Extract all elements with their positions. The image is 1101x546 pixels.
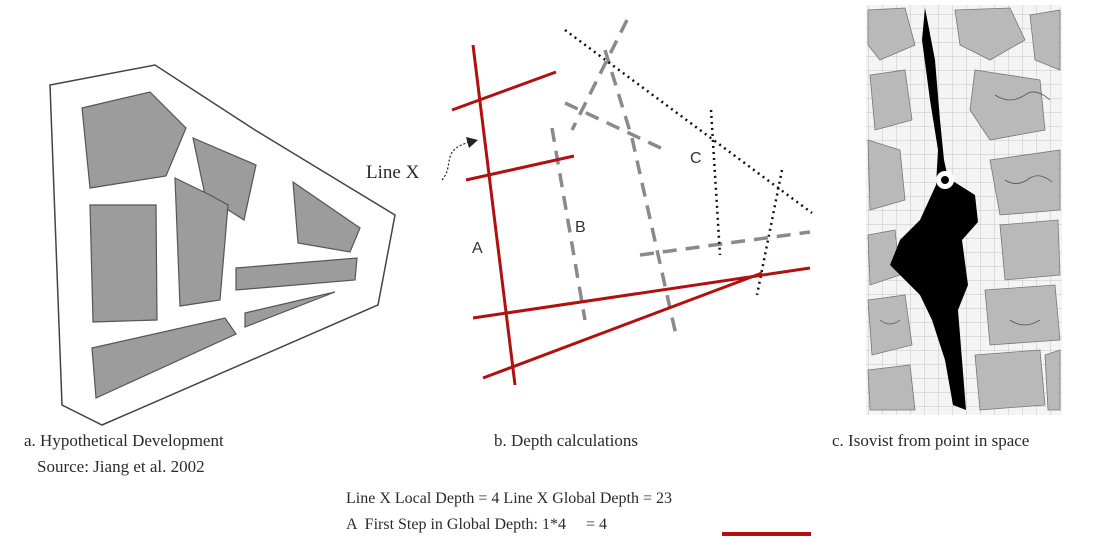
map-block [867, 294, 913, 356]
line-x-arrow [441, 141, 471, 181]
dotted-line-c [709, 109, 722, 256]
panel-a-source: Source: Jiang et al. 2002 [37, 457, 205, 476]
map-block [867, 139, 906, 211]
dashed-line-3 [603, 49, 634, 139]
line-b-label: B [575, 219, 586, 236]
map-contours [879, 91, 1053, 326]
line-x-label: Line X [366, 162, 420, 183]
block-4 [89, 204, 158, 323]
map-contour [1009, 319, 1041, 326]
legend-first-step-text: A First Step in Global Depth: 1*4 = 4 [346, 516, 608, 533]
block-3 [292, 180, 361, 253]
block-6 [235, 257, 358, 291]
map-block [867, 7, 916, 61]
map-block [969, 69, 1046, 141]
isovist-shape [890, 8, 978, 410]
map-block [1029, 9, 1061, 71]
building-blocks [81, 91, 361, 399]
dashed-line-4 [630, 137, 678, 336]
map-block [984, 284, 1061, 346]
panel-a-caption: a. Hypothetical Development [24, 431, 224, 450]
map-contour [994, 91, 1051, 101]
line-x-arrowhead [466, 137, 478, 148]
panel-c-isovist-map [866, 5, 1062, 415]
map-block [974, 349, 1046, 411]
panel-a-plan [49, 64, 396, 426]
panel-b-diagram: Line X A B C [366, 19, 813, 386]
dashed-gray-lines [550, 19, 811, 336]
dotted-black-lines [564, 28, 813, 296]
map-block [954, 7, 1026, 61]
map-block [1044, 349, 1061, 411]
block-1 [81, 91, 187, 189]
line-a [471, 44, 517, 386]
viewpoint-marker-center [941, 176, 949, 184]
line-x [465, 154, 575, 182]
map-contour [1004, 175, 1053, 184]
map-block [999, 219, 1061, 281]
red-lines [451, 44, 811, 386]
panel-b-caption: b. Depth calculations [494, 431, 638, 450]
legend-depth-text: Line X Local Depth = 4 Line X Global Dep… [346, 490, 672, 507]
map-block [867, 364, 916, 411]
red-line-top [451, 70, 557, 112]
block-8 [91, 317, 237, 399]
dotted-line-1 [564, 28, 813, 215]
map-block [869, 69, 913, 131]
block-2 [192, 136, 257, 221]
block-7 [244, 291, 336, 328]
line-a-label: A [472, 240, 483, 257]
map-blocks [867, 7, 1061, 411]
dashed-line-1 [570, 19, 629, 131]
dashed-line-5 [639, 230, 811, 257]
map-block [989, 149, 1061, 216]
block-5 [174, 177, 229, 307]
panel-c-caption: c. Isovist from point in space [832, 431, 1030, 450]
dashed-line-2 [564, 101, 666, 152]
line-c-label: C [690, 150, 702, 167]
red-line-bottom [482, 271, 763, 380]
map-contour [879, 319, 901, 325]
